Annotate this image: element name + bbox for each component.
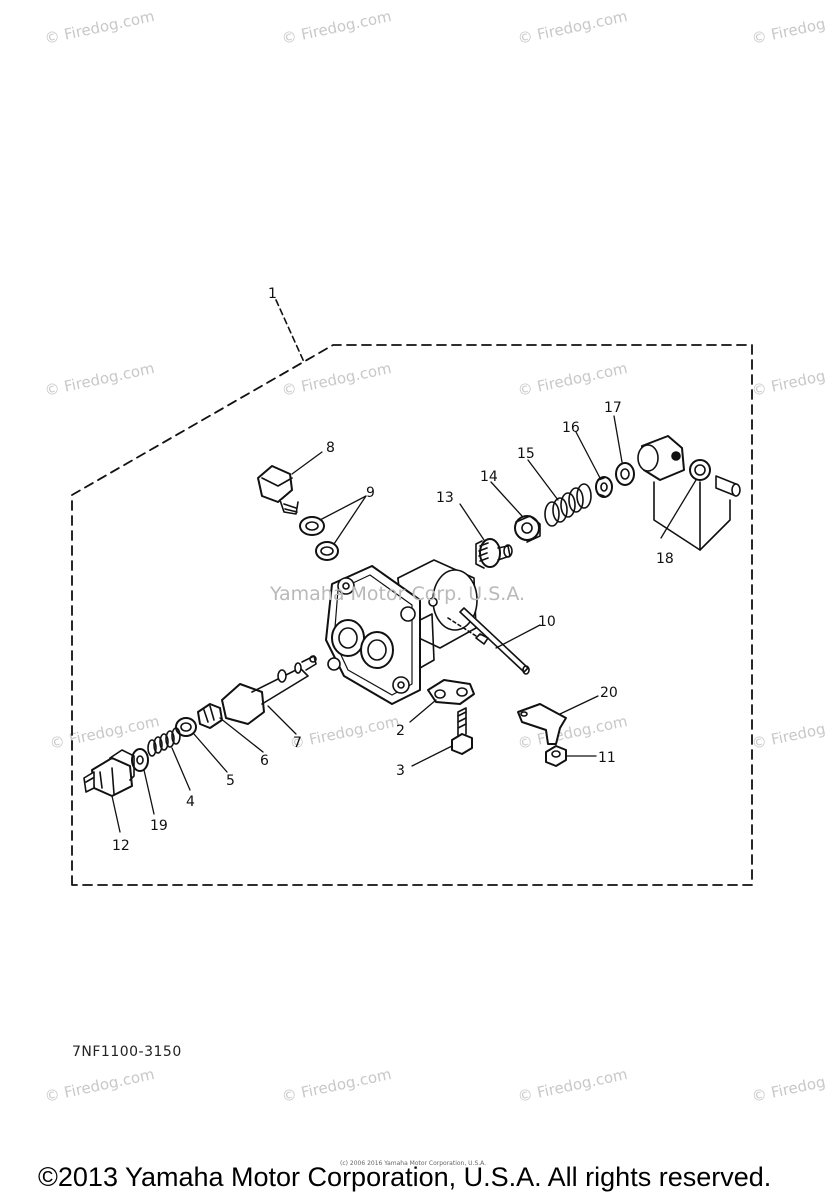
part-3-bolt bbox=[451, 707, 473, 755]
callout-18: 18 bbox=[656, 551, 674, 567]
callout-17: 17 bbox=[604, 400, 622, 416]
part-15-spring bbox=[544, 483, 592, 527]
callout-13: 13 bbox=[436, 490, 454, 506]
copyright-notice: ©2013 Yamaha Motor Corporation, U.S.A. A… bbox=[38, 1162, 772, 1192]
callout-7: 7 bbox=[293, 735, 302, 751]
assembly-boundary bbox=[71, 344, 753, 886]
callout-14: 14 bbox=[480, 469, 498, 485]
callout-12: 12 bbox=[112, 838, 130, 854]
callout-2: 2 bbox=[396, 723, 405, 739]
part-8-banjo-bolt bbox=[257, 465, 299, 515]
callout-20: 20 bbox=[600, 685, 618, 701]
fine-print: (c) 2006 2016 Yamaha Motor Corporation, … bbox=[340, 1160, 487, 1167]
part-2-bracket bbox=[427, 679, 475, 705]
leader-line bbox=[275, 299, 305, 363]
leader-lines bbox=[111, 415, 697, 833]
callout-5: 5 bbox=[226, 773, 235, 789]
part-13-gear bbox=[475, 538, 513, 569]
part-6-valve bbox=[197, 703, 223, 729]
part-18-cap-pin bbox=[637, 435, 741, 551]
part-19-washer bbox=[131, 748, 149, 772]
callout-10: 10 bbox=[538, 614, 556, 630]
callout-3: 3 bbox=[396, 763, 405, 779]
callout-6: 6 bbox=[260, 753, 269, 769]
callout-15: 15 bbox=[517, 446, 535, 462]
pump-body bbox=[325, 559, 478, 705]
center-watermark: Yamaha Motor Corp. U.S.A. bbox=[270, 583, 526, 605]
part-12-plug bbox=[83, 749, 135, 797]
part-9-washers bbox=[299, 516, 339, 561]
part-7-plunger bbox=[221, 655, 317, 725]
callout-8: 8 bbox=[326, 440, 335, 456]
part-20-plate bbox=[517, 703, 567, 745]
callout-9: 9 bbox=[366, 485, 375, 501]
part-4-spring bbox=[147, 727, 181, 757]
part-16-seat bbox=[595, 476, 613, 498]
part-11-nut bbox=[545, 745, 567, 767]
callout-16: 16 bbox=[562, 420, 580, 436]
diagram-code: 7NF1100-3150 bbox=[72, 1044, 182, 1060]
part-10-shaft bbox=[447, 607, 530, 675]
part-5-washer bbox=[175, 717, 197, 737]
callout-4: 4 bbox=[186, 794, 195, 810]
callout-11: 11 bbox=[598, 750, 616, 766]
part-14-washer bbox=[514, 515, 541, 543]
callout-1: 1 bbox=[268, 286, 277, 302]
callout-19: 19 bbox=[150, 818, 168, 834]
part-17-washer bbox=[615, 462, 635, 486]
